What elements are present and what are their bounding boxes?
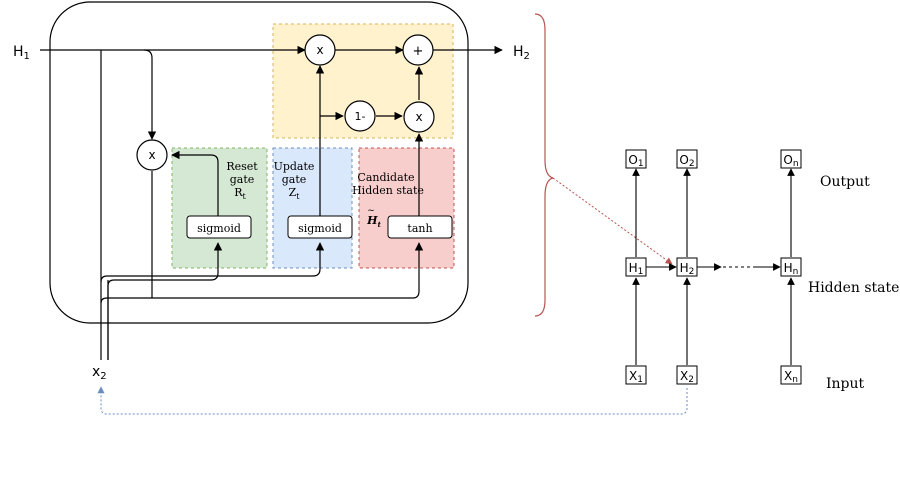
svg-text:X2: X2 (680, 369, 694, 385)
svg-text:gate: gate (282, 173, 307, 186)
input-node-n: Xn (780, 365, 802, 385)
svg-text:Xn: Xn (784, 369, 798, 385)
reset-mult-op: x (136, 139, 168, 171)
svg-text:1-: 1- (355, 110, 366, 123)
svg-text:Rt: Rt (234, 186, 246, 201)
output-node-n: On (780, 149, 802, 169)
svg-text:gate: gate (230, 173, 255, 186)
h2-label: H2 (513, 44, 530, 62)
svg-text:sigmoid: sigmoid (197, 222, 241, 235)
hidden-node-2: H2 (676, 257, 698, 277)
h1-label: H1 (13, 44, 30, 62)
output-node-2: O2 (676, 149, 698, 169)
gru-cell-frame (49, 1, 469, 324)
update-sigmoid-box: sigmoid (287, 215, 353, 239)
svg-text:Reset: Reset (226, 160, 258, 173)
one-minus-op: 1- (344, 100, 376, 132)
unrolled-arrows (632, 168, 795, 365)
hidden-row-label: Hidden state (808, 280, 899, 296)
candidate-label: Candidate Hidden state Ht ~ (352, 171, 424, 229)
h1-to-reset-mult (143, 49, 157, 140)
input-node-1: X1 (625, 365, 647, 385)
add-op: + (402, 34, 434, 66)
svg-text:x: x (415, 110, 422, 124)
update-gate-region (272, 147, 353, 269)
svg-text:~: ~ (367, 206, 375, 216)
update-gate-label: Update gate Zt (274, 160, 315, 201)
svg-text:H2: H2 (680, 261, 695, 277)
svg-text:On: On (783, 153, 798, 169)
x2-label: x2 (92, 364, 107, 382)
svg-text:Candidate: Candidate (357, 171, 414, 184)
tanh-box: tanh (387, 215, 453, 239)
brace-to-h2-arrow (552, 177, 673, 265)
candidate-region (358, 147, 455, 269)
svg-text:Ht: Ht (366, 214, 381, 229)
bus-to-tanh (100, 242, 424, 304)
svg-text:Hidden state: Hidden state (352, 184, 424, 197)
r-to-reset-mult (171, 150, 219, 217)
svg-text:x: x (316, 43, 323, 57)
bus-to-update (100, 242, 325, 283)
output-row-label: Output (820, 174, 870, 190)
svg-text:sigmoid: sigmoid (298, 222, 342, 235)
svg-text:Hn: Hn (784, 261, 799, 277)
svg-text:Update: Update (274, 160, 315, 173)
reset-gate-label: Reset gate Rt (226, 160, 258, 201)
brace (534, 13, 554, 317)
svg-text:x: x (148, 148, 155, 162)
feedback-path (97, 386, 688, 415)
svg-text:H1: H1 (629, 261, 644, 277)
svg-text:tanh: tanh (407, 222, 432, 235)
output-node-1: O1 (625, 149, 647, 169)
svg-text:Zt: Zt (289, 186, 301, 201)
svg-text:+: + (413, 44, 424, 59)
reset-sigmoid-box: sigmoid (186, 215, 252, 239)
svg-text:X1: X1 (629, 369, 643, 385)
update-mult-op: x (304, 34, 336, 66)
svg-text:O1: O1 (628, 153, 643, 169)
cand-mult-op: x (403, 101, 435, 133)
input-node-2: X2 (676, 365, 698, 385)
input-row-label: Input (826, 376, 865, 392)
svg-text:O2: O2 (679, 153, 694, 169)
hidden-node-1: H1 (625, 257, 647, 277)
hidden-node-n: Hn (780, 257, 802, 277)
